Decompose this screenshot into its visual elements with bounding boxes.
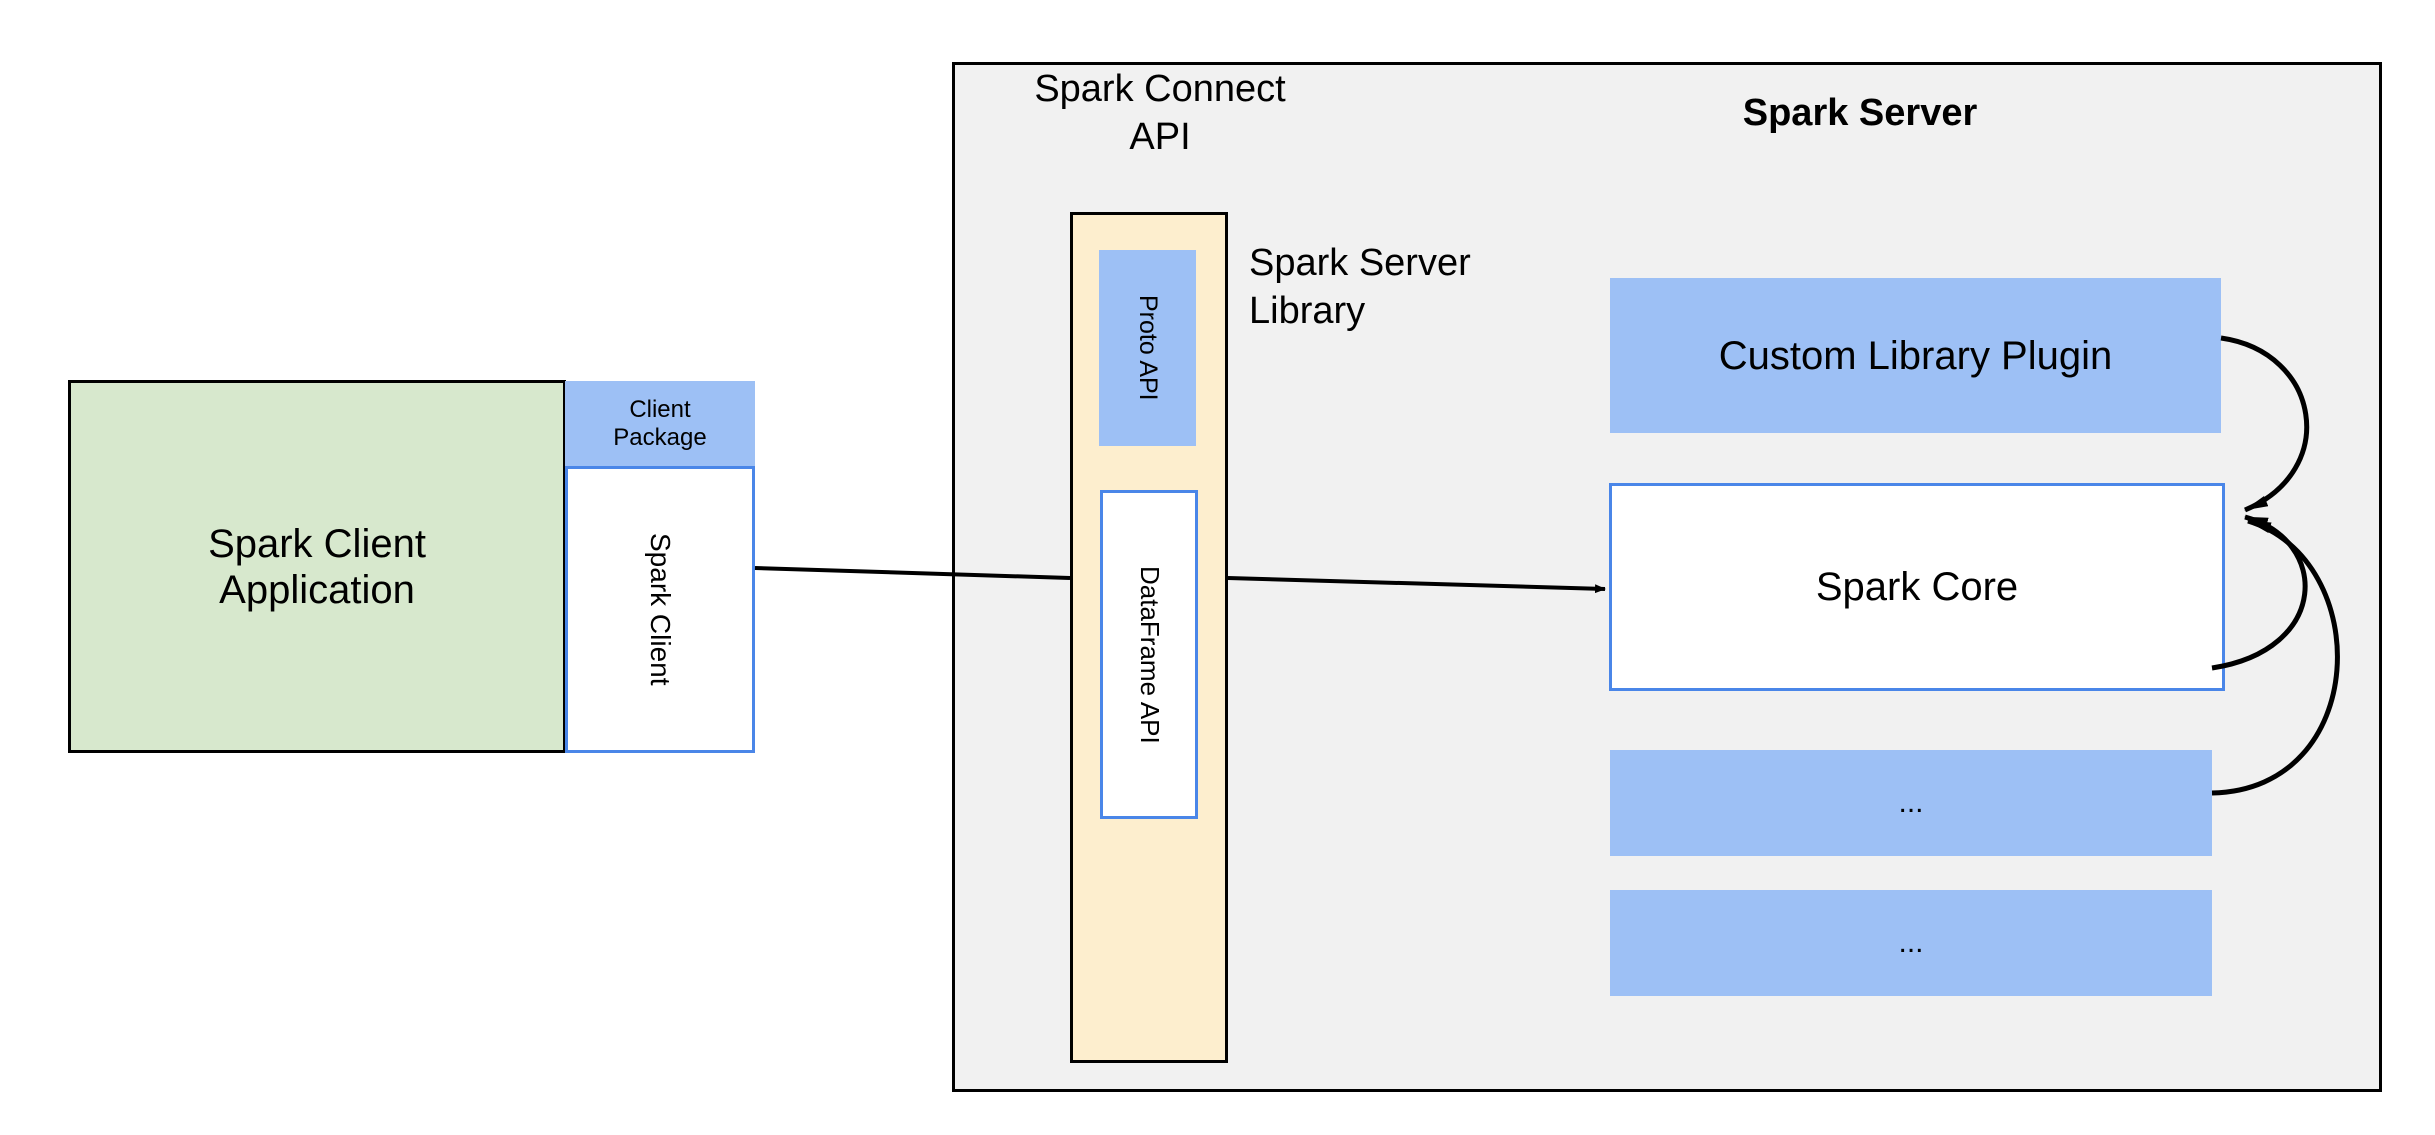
spark-server-title: Spark Server [1742,92,1978,134]
client-package-box: Client Package [565,381,755,467]
spark-core-box: Spark Core [1609,483,2225,691]
dataframe-api-label: DataFrame API [1134,565,1165,744]
custom-library-plugin-box: Custom Library Plugin [1610,278,2221,433]
spark-server-library-label: Spark Server Library [1249,242,1471,332]
dataframe-api-box: DataFrame API [1100,490,1198,819]
ellipsis-box-2: ... [1610,890,2212,996]
spark-client-label: Spark Client [645,533,677,686]
proto-api-label: Proto API [1133,295,1162,401]
spark-client-box: Spark Client [565,466,755,753]
spark-client-application-box: Spark Client Application [68,380,566,753]
proto-api-box: Proto API [1099,250,1196,446]
ellipsis-box-1: ... [1610,750,2212,856]
spark-connect-api-label: Spark Connect API [1034,68,1286,158]
